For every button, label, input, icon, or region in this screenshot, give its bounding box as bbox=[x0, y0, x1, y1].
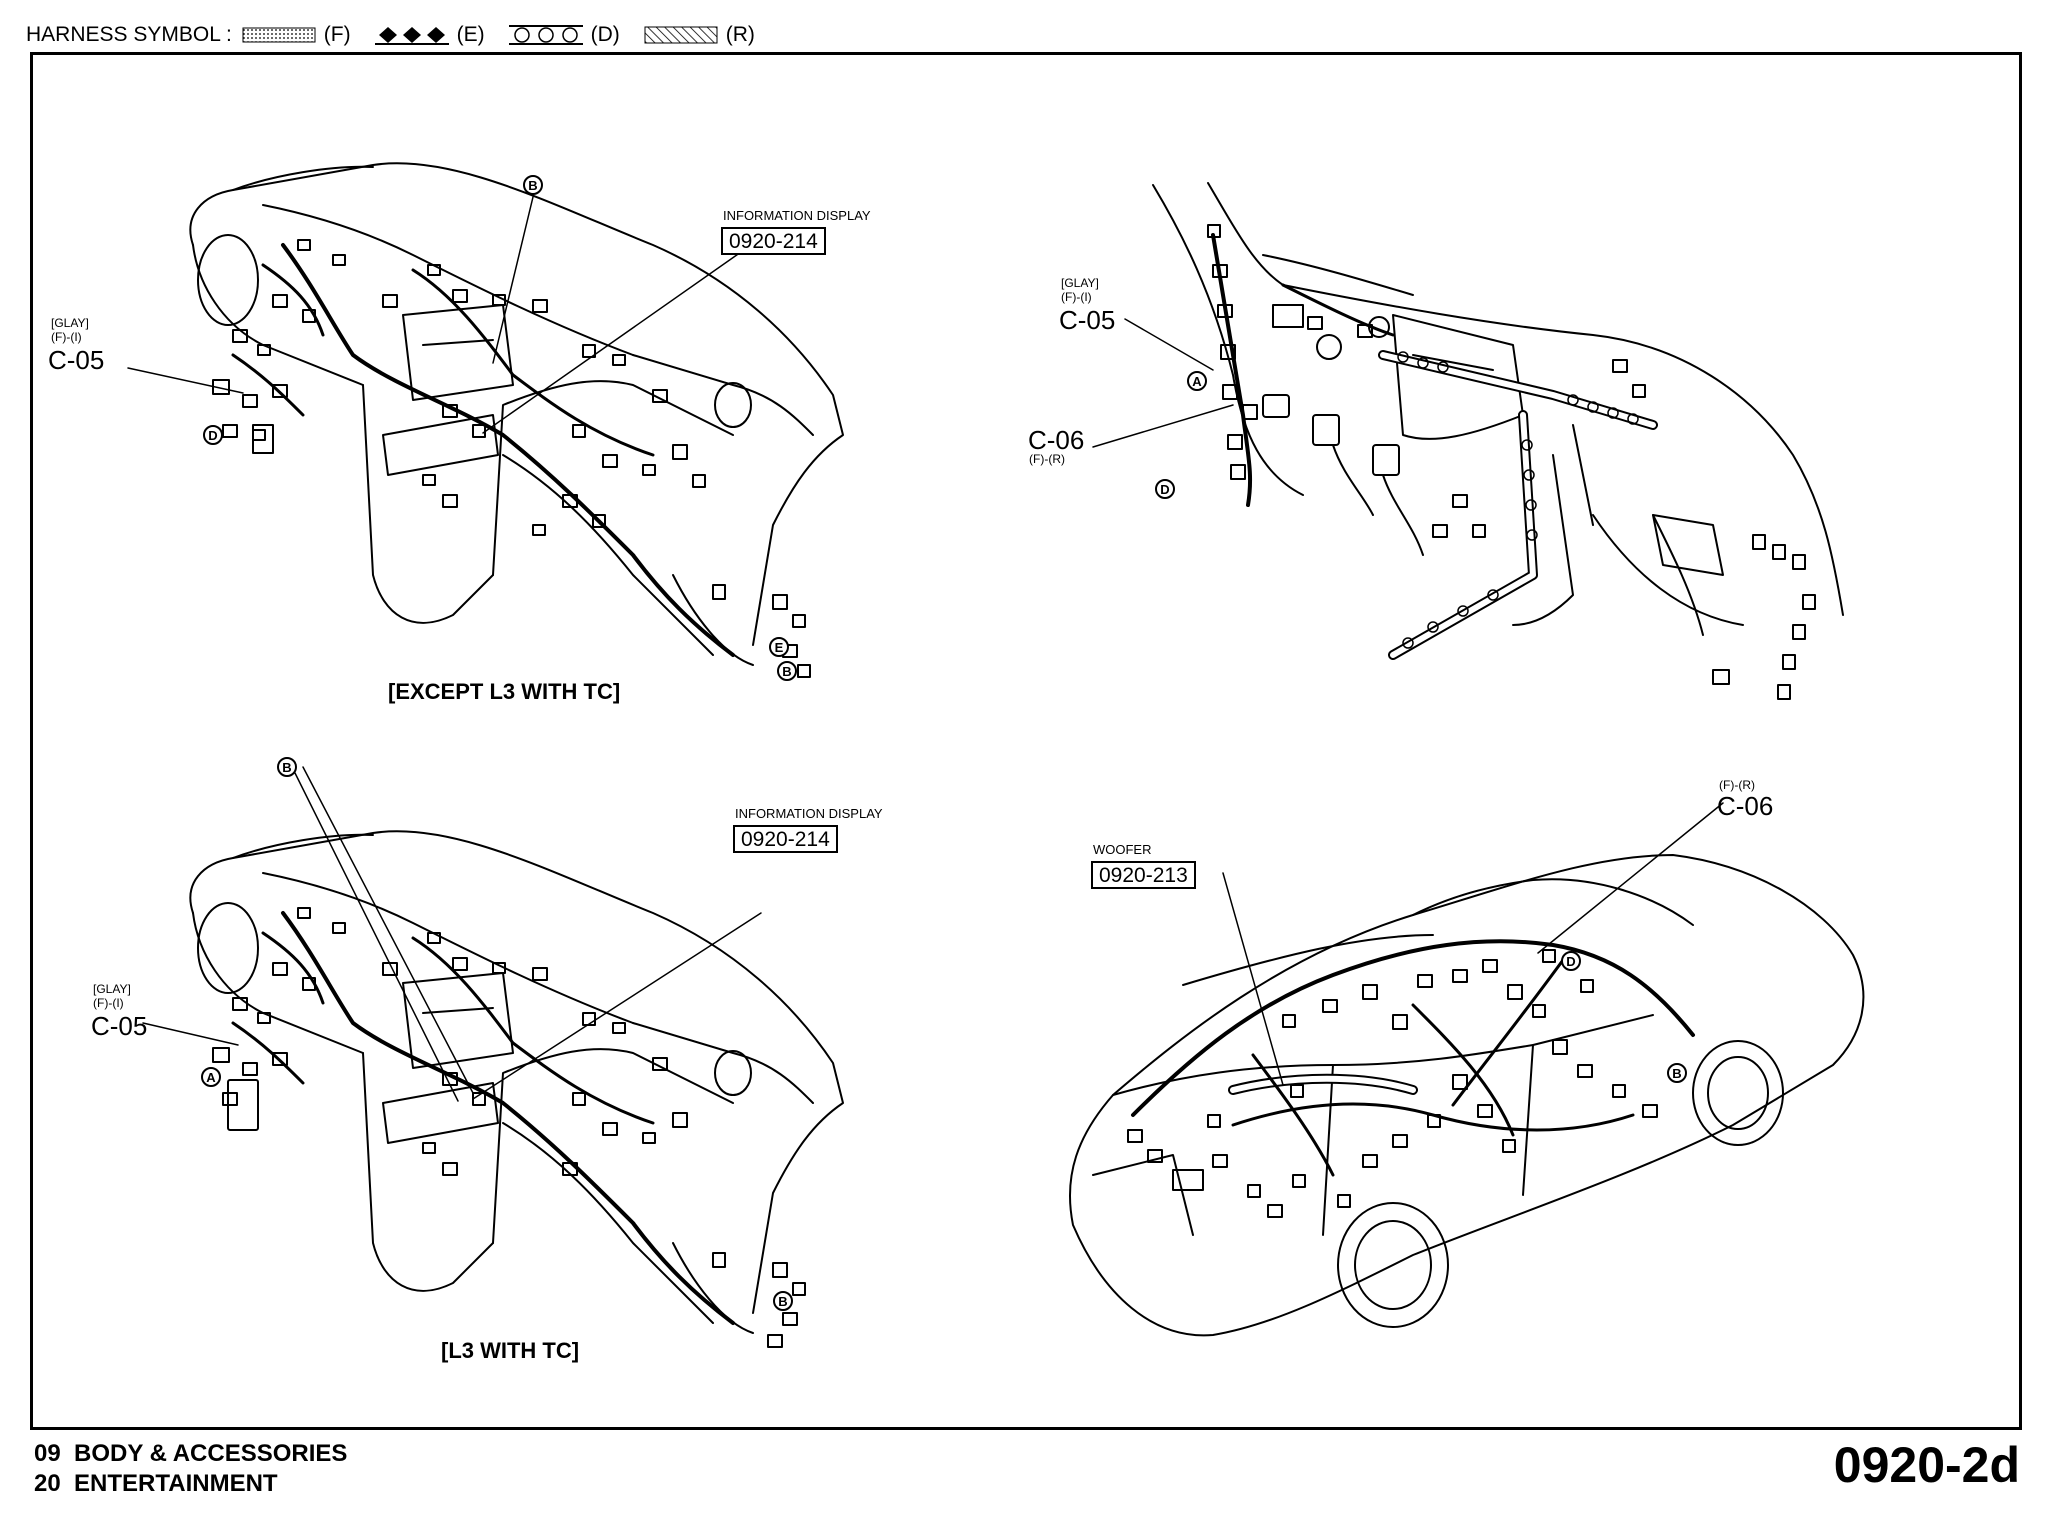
dashboard-drawing-top-right bbox=[1092, 182, 1844, 700]
diagram-frame: [GLAY] (F)-(I) C-05 INFORMATION DISPLAY … bbox=[30, 52, 2022, 1430]
marker-a-bottom-left: A bbox=[201, 1067, 221, 1087]
c05-connector-code-top-left: C-05 bbox=[48, 345, 105, 375]
marker-b-top-left: B bbox=[523, 175, 543, 195]
c05-color-label-top-left: [GLAY] bbox=[51, 316, 89, 330]
marker-d-bottom-right: D bbox=[1561, 951, 1581, 971]
legend-item-rear: (R) bbox=[644, 23, 755, 47]
c05-color-label-top-right: [GLAY] bbox=[1061, 276, 1099, 290]
c05-harness-label-top-left: (F)-(I) bbox=[51, 330, 82, 344]
c05-harness-label-bottom-left: (F)-(I) bbox=[93, 996, 124, 1010]
marker-e-top-left: E bbox=[769, 637, 789, 657]
circle-pattern-icon bbox=[508, 25, 583, 45]
legend-item-door: (D) bbox=[508, 23, 620, 47]
legend-code-rear: (R) bbox=[725, 23, 755, 46]
c06-harness-label-bottom-right: (F)-(R) bbox=[1719, 778, 1755, 792]
c06-connector-code-bottom-right: C-06 bbox=[1717, 791, 1774, 821]
information-display-label-bottom-left: INFORMATION DISPLAY bbox=[735, 806, 883, 821]
marker-d-top-left: D bbox=[203, 425, 223, 445]
marker-b-bottom-right: B bbox=[1667, 1063, 1687, 1083]
marker-a-top-right: A bbox=[1187, 371, 1207, 391]
dashboard-drawing-bottom-left bbox=[142, 766, 844, 1348]
harness-symbol-legend: HARNESS SYMBOL : (F) (E) (D) bbox=[26, 18, 779, 52]
c06-harness-label-top-right: (F)-(R) bbox=[1029, 452, 1065, 466]
c05-color-label-bottom-left: [GLAY] bbox=[93, 982, 131, 996]
information-display-label-top-left: INFORMATION DISPLAY bbox=[723, 208, 871, 223]
dashboard-drawing-top-left bbox=[127, 162, 844, 678]
marker-b-bottom-left: B bbox=[277, 757, 297, 777]
c05-connector-code-bottom-left: C-05 bbox=[91, 1011, 148, 1041]
information-display-code-top-left: 0920-214 bbox=[721, 227, 826, 255]
caption-l3-with-tc: [L3 WITH TC] bbox=[441, 1338, 580, 1363]
c05-connector-code-top-right: C-05 bbox=[1059, 305, 1116, 335]
hatched-pattern-icon bbox=[644, 26, 718, 44]
wiring-harness-drawing bbox=[127, 162, 1865, 1348]
legend-item-engine: (E) bbox=[374, 23, 485, 47]
information-display-code-bottom-left: 0920-214 bbox=[733, 825, 838, 853]
c05-harness-label-top-right: (F)-(I) bbox=[1061, 290, 1092, 304]
car-body-drawing-bottom-right bbox=[1069, 802, 1865, 1337]
caption-except-l3-with-tc: [EXCEPT L3 WITH TC] bbox=[388, 679, 621, 704]
legend-title: HARNESS SYMBOL : bbox=[26, 23, 232, 46]
legend-code-front: (F) bbox=[323, 23, 351, 46]
woofer-code: 0920-213 bbox=[1091, 861, 1196, 889]
legend-item-front: (F) bbox=[242, 23, 351, 47]
subsection-label-entertainment: 20 ENTERTAINMENT bbox=[34, 1470, 278, 1497]
page-number: 0920-2d bbox=[1833, 1437, 2020, 1493]
marker-b2-top-left: B bbox=[777, 661, 797, 681]
diamond-pattern-icon bbox=[374, 27, 449, 45]
legend-code-door: (D) bbox=[590, 23, 620, 46]
dotted-pattern-icon bbox=[242, 27, 316, 43]
woofer-label: WOOFER bbox=[1093, 842, 1152, 857]
c06-connector-code-top-right: C-06 bbox=[1028, 425, 1085, 455]
marker-b2-bottom-left: B bbox=[773, 1291, 793, 1311]
marker-d-top-right: D bbox=[1155, 479, 1175, 499]
legend-code-engine: (E) bbox=[456, 23, 485, 46]
section-label-body-accessories: 09 BODY & ACCESSORIES bbox=[34, 1440, 348, 1467]
